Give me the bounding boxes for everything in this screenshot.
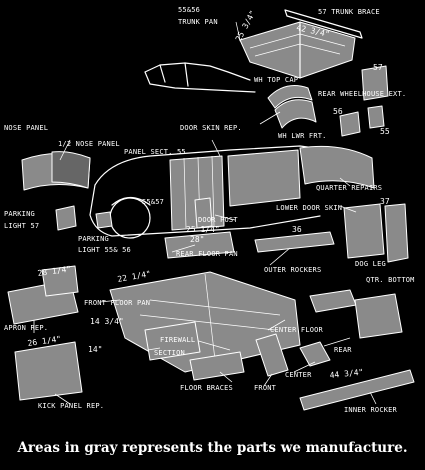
part-55-piece xyxy=(367,105,385,129)
inner-rocker-label: INNER ROCKER xyxy=(344,406,398,414)
parking-light-5556-label: PARKING xyxy=(78,235,109,243)
dim-25-14: 25 1/4" xyxy=(186,225,220,234)
wh-top-cap-label: WH TOP CAP xyxy=(254,76,298,84)
front-label: FRONT xyxy=(254,384,277,392)
trunk-pan-label-2: TRUNK PAN xyxy=(178,18,218,26)
trunk-pan-part xyxy=(239,21,356,79)
rear-part xyxy=(354,293,403,339)
trunk-brace-label: 57 TRUNK BRACE xyxy=(318,8,380,16)
car-body-outline-upper xyxy=(144,62,256,93)
dog-leg-label: DOG LEG xyxy=(355,260,386,268)
dim-57: 57 xyxy=(373,63,383,72)
qtr-bottom-part xyxy=(384,203,409,263)
lower-door-skin-label: LOWER DOOR SKIN xyxy=(276,204,342,212)
half-nose-panel-label: 1/2 NOSE PANEL xyxy=(58,140,120,148)
qtr-bottom-label: QTR. BOTTOM xyxy=(366,276,415,284)
parking-light-57-label-2: LIGHT 57 xyxy=(4,222,39,230)
dim-55: 55 xyxy=(380,127,390,136)
dim-37: 37 xyxy=(380,197,390,206)
firewall-label: FIREWALL xyxy=(160,336,195,344)
inner-rocker-part xyxy=(299,369,415,411)
quarter-repairs-label: QUARTER REPAIRS xyxy=(316,184,382,192)
dim-22-14: 22 1/4" xyxy=(117,269,152,284)
fivefive-57-label: 55&57 xyxy=(142,198,164,206)
outer-rockers-label: OUTER ROCKERS xyxy=(264,266,321,274)
floor-braces-part xyxy=(189,351,245,381)
wh-lwr-frt-label: WH LWR FRT. xyxy=(278,132,327,140)
door-skin-rep-label: DOOR SKIN REP. xyxy=(180,124,242,132)
parking-light-5556-label-2: LIGHT 55& 56 xyxy=(78,246,131,254)
dim-14: 14" xyxy=(88,345,102,354)
front-floor-pan-part xyxy=(41,265,79,297)
dim-56: 56 xyxy=(333,107,343,116)
dim-36: 36 xyxy=(292,225,302,234)
dim-28: 28" xyxy=(190,235,204,244)
rear-wheelhouse-ext-label: REAR WHEELHOUSE EXT. xyxy=(318,90,406,98)
rear-label: REAR xyxy=(334,346,352,354)
firewall-label-2: SECTION xyxy=(154,349,185,357)
trunk-pan-label: 55&56 xyxy=(178,6,200,14)
door-post-label: DOOR POST xyxy=(198,216,238,224)
center-floor-part xyxy=(309,289,357,313)
center-floor-label: CENTER FLOOR xyxy=(270,326,324,334)
trunk-brace-part xyxy=(235,9,363,41)
center-part xyxy=(299,341,331,367)
rear-wheelhouse-ext-part xyxy=(361,65,389,101)
parking-light-57-part xyxy=(55,205,77,231)
part-56-piece xyxy=(339,111,361,137)
quarter-repairs-part xyxy=(299,145,375,189)
door-post-part xyxy=(194,197,213,229)
dim-44-34: 44 3/4" xyxy=(329,368,363,380)
door-skin-part xyxy=(227,149,301,207)
leader-lines xyxy=(33,111,377,405)
apron-rep-label: APRON REP. xyxy=(4,324,48,332)
floor-braces-label: FLOOR BRACES xyxy=(180,384,233,392)
outer-rockers-part xyxy=(254,231,335,253)
kick-panel-part xyxy=(14,341,83,401)
caption: Areas in gray represents the parts we ma… xyxy=(17,440,408,456)
nose-panel-label: NOSE PANEL xyxy=(4,124,48,132)
nose-panel-part xyxy=(21,151,91,191)
wh-top-cap-part xyxy=(267,85,313,109)
front-floor-pan-label: FRONT FLOOR PAN xyxy=(84,299,150,307)
front-part xyxy=(255,333,289,377)
center-label: CENTER xyxy=(285,371,312,379)
rear-floor-pan-label: REAR FLOOR PAN xyxy=(176,250,238,258)
dog-leg-part xyxy=(343,203,385,259)
parking-light-57-label: PARKING xyxy=(4,210,35,218)
panel-sect-label: PANEL SECT. 55 xyxy=(124,148,186,156)
kick-panel-rep-label: KICK PANEL REP. xyxy=(38,402,104,410)
parking-light-5556-part xyxy=(95,211,113,229)
wh-lwr-frt-part xyxy=(274,99,317,129)
dim-14-34: 14 3/4" xyxy=(90,317,124,326)
rear-floor-pan-part xyxy=(164,231,235,259)
